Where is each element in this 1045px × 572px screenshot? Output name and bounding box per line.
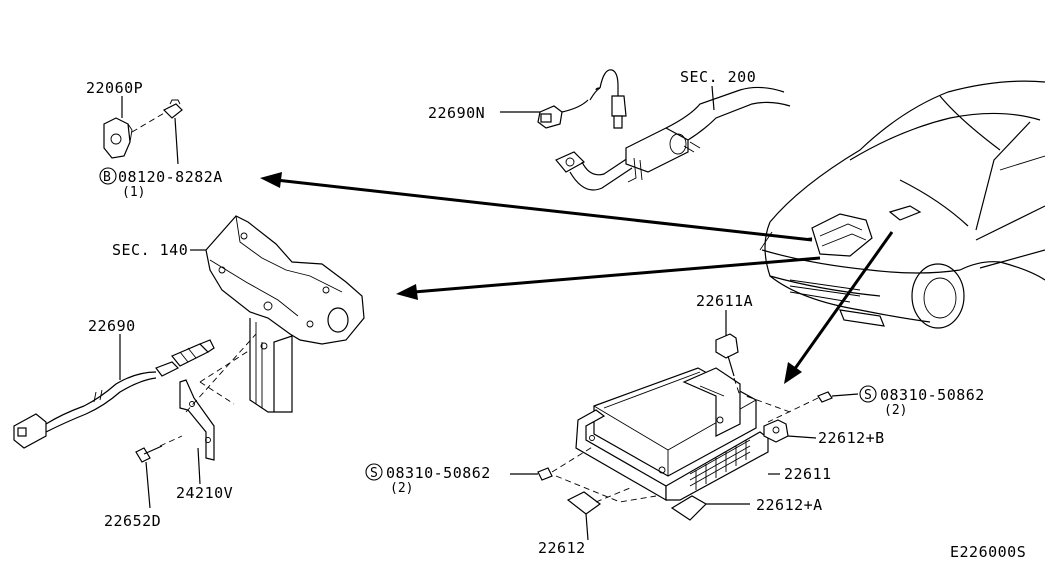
sec200-leader (711, 85, 715, 111)
screw-left-symbol-circle (365, 463, 383, 481)
label-bolt-qty: (1) (122, 185, 145, 200)
screw-right-symbol-circle (859, 385, 877, 403)
label-sec200: SEC. 200 (680, 68, 756, 86)
label-screw-right-code: 08310-50862 (880, 386, 985, 404)
screw-right-symbol-letter: S (864, 388, 872, 403)
figure-code: E226000S (950, 543, 1026, 561)
bolt-symbol-circle (99, 167, 117, 185)
label-22612b: 22612+B (818, 429, 885, 447)
label-22060p: 22060P (86, 79, 143, 97)
label-22690n: 22690N (428, 104, 485, 122)
label-screw-left-qty: (2) (390, 481, 413, 496)
screw-left-symbol-letter: S (370, 466, 378, 481)
label-22652d: 22652D (104, 512, 161, 530)
bolt-symbol-letter: B (103, 170, 111, 185)
label-24210v: 24210V (176, 484, 233, 502)
oxygen-sensor-part (13, 334, 215, 449)
label-sec140: SEC. 140 (112, 241, 188, 259)
label-22690: 22690 (88, 317, 136, 335)
bracket-assembly (135, 215, 365, 509)
label-screw-left-code: 08310-50862 (386, 464, 491, 482)
callout-arrows (260, 172, 894, 384)
label-22611a: 22611A (696, 292, 753, 310)
label-22612a: 22612+A (756, 496, 823, 514)
label-screw-right-qty: (2) (884, 403, 907, 418)
label-22611: 22611 (784, 465, 832, 483)
exhaust-assembly (500, 69, 791, 191)
label-22612: 22612 (538, 539, 586, 557)
knock-sensor-part (103, 96, 183, 165)
label-bolt-code: 08120-8282A (118, 168, 223, 186)
ecu-assembly (510, 310, 859, 541)
car-illustration (759, 80, 1045, 329)
